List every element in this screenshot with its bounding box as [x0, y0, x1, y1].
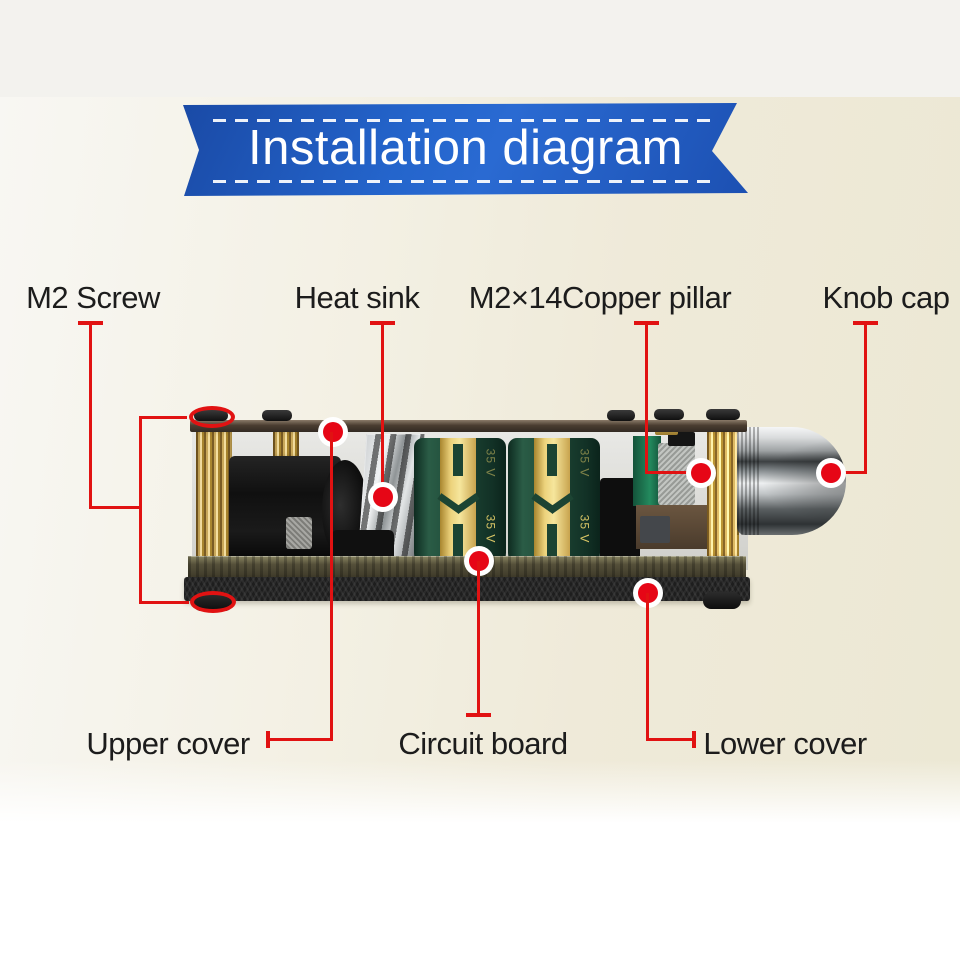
cap-gold-stripe	[437, 438, 480, 568]
ribbon-dashed-line-bottom	[213, 180, 718, 183]
knob-cap-dot	[816, 458, 846, 488]
upper-cover-dot	[318, 417, 348, 447]
background-bottom-fade	[0, 760, 960, 830]
upper-cover-leader-cap	[266, 731, 270, 748]
upper-cover-leader-v	[330, 432, 333, 741]
lower-cover-leader-v	[646, 593, 649, 741]
label-heat-sink: Heat sink	[294, 280, 420, 315]
m2-screw-bracket-v	[139, 416, 142, 604]
label-upper-cover: Upper cover	[86, 726, 250, 761]
cap-voltage-marking: 35 V	[577, 514, 592, 544]
label-knob-cap: Knob cap	[822, 280, 951, 315]
label-lower-cover: Lower cover	[703, 726, 867, 761]
capacitor-left: 35 V 35 V	[414, 438, 506, 568]
m2-screw-leader-h	[89, 506, 142, 509]
brass-standoff-small	[273, 430, 299, 458]
potentiometer-top-black	[668, 432, 695, 446]
screw-head	[654, 409, 684, 420]
cap-vent-chevron-r	[454, 493, 480, 514]
cap-gold-stripe	[531, 438, 574, 568]
cap-voltage-marking: 35 V	[577, 448, 592, 478]
heat-sink-dot	[368, 482, 398, 512]
upper-cover-leader-h	[268, 738, 333, 741]
m2-screw-bracket-arm-top	[139, 416, 187, 419]
copper-pillar-leader-v	[645, 321, 648, 474]
lower-cover-leader-h	[646, 738, 694, 741]
brass-standoff-left	[196, 430, 232, 566]
cap-vent-chevron-r	[548, 493, 574, 514]
cap-vent-slot-bottom	[547, 524, 557, 562]
m2-screw-bracket-arm-bottom	[139, 601, 189, 604]
label-copper-pillar: M2×14Copper pillar	[468, 280, 732, 315]
title-ribbon: Installation diagram	[183, 103, 748, 196]
cap-voltage-marking: 35 V	[483, 448, 498, 478]
knob-cap-leader-h	[836, 471, 867, 474]
cap-vent-slot-top	[547, 444, 557, 476]
screw-head	[262, 410, 292, 421]
cap-voltage-marking: 35 V	[483, 514, 498, 544]
cap-vent-slot-bottom	[453, 524, 463, 562]
knob-cap-leader-v	[864, 321, 867, 474]
copper-pillar-leader-h	[645, 471, 695, 474]
copper-pillar-dot	[686, 458, 716, 488]
lower-cover-plate	[184, 577, 750, 601]
background-top-band	[0, 0, 960, 97]
lower-cover-leader-cap	[692, 731, 696, 748]
circuit-board-leader-v	[477, 561, 480, 716]
screw-head	[706, 409, 740, 420]
page-title: Installation diagram	[248, 120, 683, 175]
usb-shell-gray	[640, 516, 670, 543]
m2-screw-leader-v	[89, 321, 92, 509]
knob-knurl	[737, 427, 761, 535]
upper-cover-plate	[190, 420, 747, 432]
foot-right	[703, 592, 741, 609]
m2-screw-circle-bottom	[190, 591, 236, 613]
label-m2-screw: M2 Screw	[26, 280, 160, 315]
copper-pillar-right	[707, 430, 739, 558]
circuit-board-leader-cap	[466, 713, 491, 717]
heat-sink-leader-v	[381, 321, 384, 497]
label-circuit-board: Circuit board	[398, 726, 568, 761]
ribbon-dashed-line-top	[213, 119, 718, 122]
capacitor-right: 35 V 35 V	[508, 438, 600, 568]
cap-vent-slot-top	[453, 444, 463, 476]
screw-head	[607, 410, 635, 421]
m2-screw-circle-top	[189, 406, 235, 428]
dc-jack-contact	[286, 517, 312, 549]
